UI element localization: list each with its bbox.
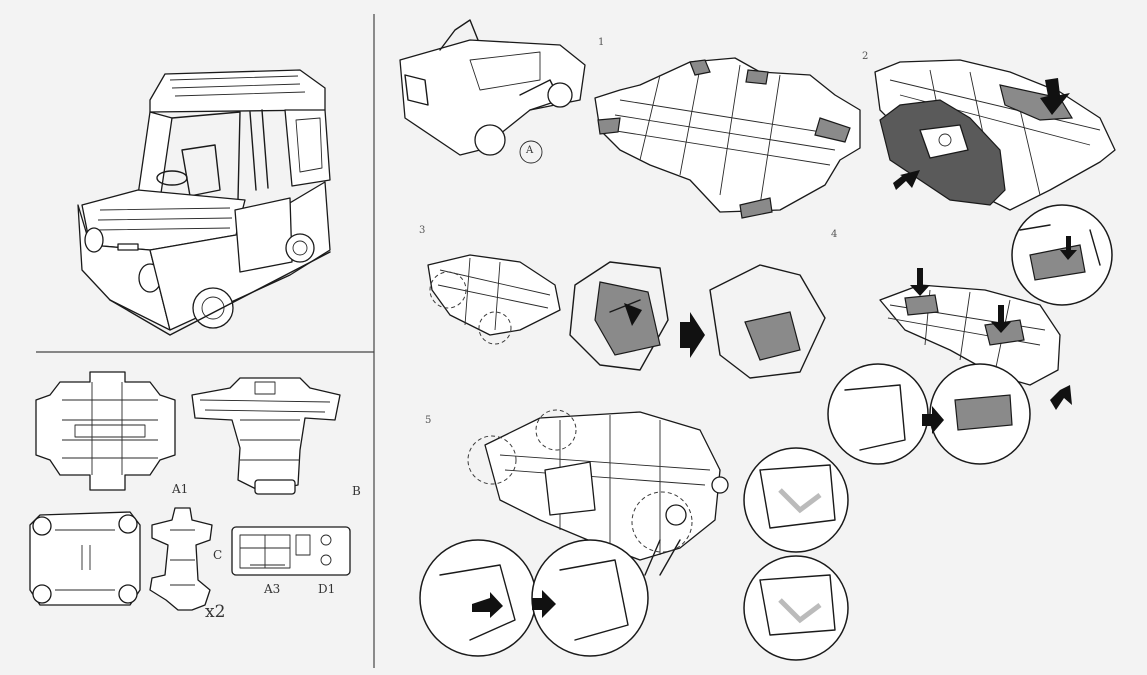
step-number-5: 5 bbox=[425, 415, 432, 426]
part-label-a1: A1 bbox=[172, 482, 189, 496]
part-label-c: C bbox=[213, 548, 223, 562]
step1-diagram bbox=[594, 57, 861, 219]
part-label-d1: D1 bbox=[318, 582, 336, 596]
part-a2-flat bbox=[29, 511, 141, 606]
step-number-4: 4 bbox=[831, 229, 838, 240]
step5-diagram bbox=[419, 409, 849, 661]
header-callout-label: A bbox=[526, 145, 534, 156]
step3-diagram bbox=[427, 254, 826, 379]
step-number-3: 3 bbox=[419, 225, 426, 236]
part-c-flat bbox=[149, 507, 213, 611]
part-a1-flat bbox=[35, 371, 176, 491]
step-number-1: 1 bbox=[598, 37, 605, 48]
part-label-b: B bbox=[352, 484, 361, 498]
header-callout-circle bbox=[519, 140, 543, 164]
part-label-a3: A3 bbox=[264, 582, 281, 596]
part-b-flat bbox=[191, 377, 341, 495]
assembled-car-illustration bbox=[77, 69, 331, 336]
step-number-2: 2 bbox=[862, 51, 869, 62]
step4-diagram bbox=[827, 204, 1113, 465]
part-quantity-label: x2 bbox=[205, 602, 226, 622]
step2-diagram bbox=[874, 59, 1116, 211]
part-a3-d1-sheet bbox=[231, 526, 351, 576]
header-car-partial bbox=[399, 19, 586, 156]
